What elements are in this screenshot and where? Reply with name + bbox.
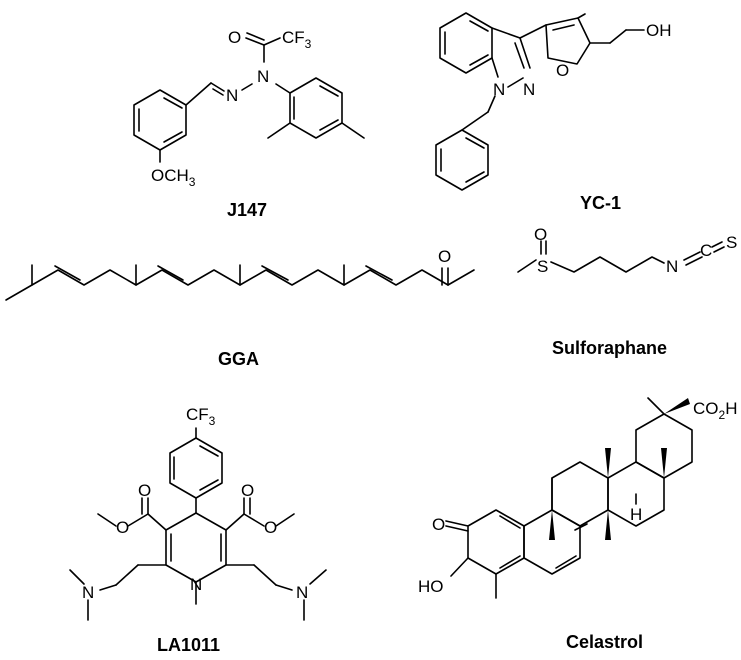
celastrol-hydroxyl: HO (418, 577, 444, 596)
j147-ring-b (289, 77, 343, 139)
sulforaphane-o: O (534, 225, 547, 244)
yc1-hydroxyl: OH (646, 21, 672, 40)
structure-celastrol: O HO H CO2H (418, 397, 737, 599)
celastrol-methyl-wedge-b (549, 510, 555, 540)
structure-gga: O (5, 247, 475, 301)
yc1-benzo-ring (439, 12, 493, 74)
structure-j147: O CF3 N N OCH3 (133, 28, 365, 189)
j147-cf3: CF3 (282, 28, 312, 51)
celastrol-h: H (630, 505, 642, 524)
j147-carbonyl-o: O (228, 28, 241, 47)
celastrol-ring-a (467, 509, 525, 575)
j147-methoxy: OCH3 (151, 166, 196, 189)
yc1-furan-o: O (556, 61, 569, 80)
yc1-n2: N (523, 80, 535, 99)
la1011-aryl-ring (169, 437, 223, 499)
structure-yc1: N N O OH (435, 12, 672, 191)
la1011-dihydropyridine-ring (165, 512, 227, 583)
sulforaphane-c: C (700, 241, 712, 260)
j147-ring-a (133, 89, 187, 151)
la1011-left-ester-o: O (116, 518, 129, 537)
structure-la1011: CF3 O O O O N N N (69, 405, 327, 621)
yc1-furan-ring (545, 17, 591, 65)
j147-amide-n: N (257, 67, 269, 86)
sulforaphane-n: N (666, 257, 678, 276)
la1011-ring-n: N (190, 575, 202, 594)
yc1-benzyl-ring (435, 129, 489, 191)
la1011-right-ester-o: O (264, 518, 277, 537)
compound-name-gga: GGA (218, 349, 260, 369)
la1011-left-carbonyl-o: O (138, 481, 151, 500)
sulforaphane-thio-s: S (726, 233, 737, 252)
celastrol-ring-c (551, 461, 609, 527)
sulforaphane-sulfoxide-s: S (537, 257, 548, 276)
celastrol-carboxyl-wedge (664, 398, 690, 414)
compound-name-yc1: YC-1 (580, 193, 622, 213)
compound-name-la1011: LA1011 (157, 635, 221, 655)
compound-name-sulforaphane: Sulforaphane (552, 338, 668, 358)
structure-sulforaphane: O S N C S (517, 225, 737, 276)
la1011-right-carbonyl-o: O (241, 481, 254, 500)
compound-name-celastrol: Celastrol (566, 632, 644, 652)
j147-imine-n: N (226, 86, 238, 105)
yc1-n1: N (493, 80, 505, 99)
celastrol-ketone-o: O (432, 515, 445, 534)
la1011-left-amine-n: N (82, 583, 94, 602)
la1011-right-amine-n: N (296, 583, 308, 602)
gga-ketone-o: O (438, 247, 451, 266)
compound-name-j147: J147 (227, 200, 268, 220)
celastrol-co2h: CO2H (693, 399, 737, 422)
la1011-cf3: CF3 (186, 405, 216, 428)
